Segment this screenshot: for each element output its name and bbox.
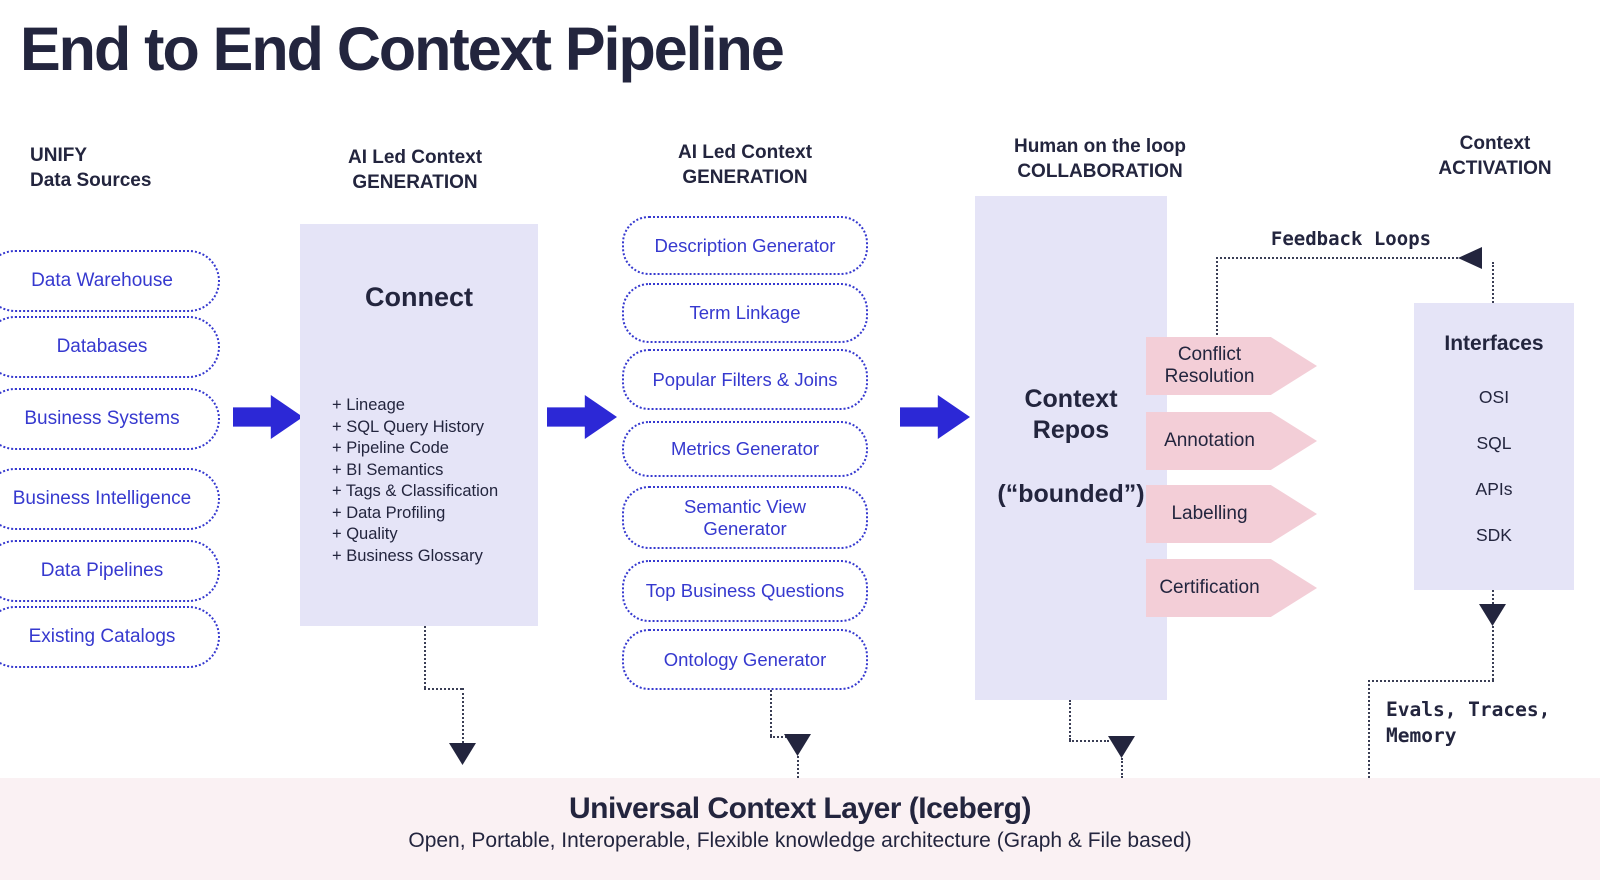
sources-header: UNIFY Data Sources (30, 143, 151, 193)
connect-connector (424, 626, 426, 688)
context-repos-title: Context Repos (1024, 385, 1118, 444)
interfaces-panel-title: Interfaces (1444, 332, 1544, 355)
connect-feature: + Tags & Classification (332, 482, 499, 500)
generator-box-filters-joins: Popular Filters & Joins (622, 349, 868, 410)
collaboration-header-line1: Human on the loop (1013, 136, 1187, 157)
page-title: End to End Context Pipeline (20, 15, 785, 83)
connect-feature: + BI Semantics (332, 460, 444, 479)
collaboration-header-line2: COLLABORATION (1017, 161, 1183, 182)
generation-connector (770, 690, 772, 736)
connect-feature: + Quality (332, 525, 398, 543)
activation-header-line1: Context (1459, 133, 1531, 154)
interface-item-osi: OSI (1478, 387, 1510, 407)
action-arrow-conflict-resolution: Conflict Resolution (1146, 337, 1317, 395)
feedback-loop-line (1216, 257, 1458, 259)
context-repos-panel (975, 196, 1167, 700)
repos-connector (1121, 758, 1123, 778)
generator-box-ontology: Ontology Generator (622, 629, 868, 690)
generator-box-term-linkage: Term Linkage (622, 283, 868, 343)
generator-box-metrics: Metrics Generator (622, 421, 868, 477)
interface-item-sql: SQL (1476, 433, 1512, 453)
universal-context-layer-bar: Universal Context Layer (Iceberg) Open, … (0, 778, 1600, 880)
interface-item-sdk: SDK (1476, 525, 1512, 545)
source-box-data-warehouse: Data Warehouse (0, 250, 220, 312)
activation-connector (1368, 680, 1494, 682)
flow-arrow-icon-2 (547, 395, 617, 439)
generation-header-line1: AI Led Context (677, 142, 813, 163)
down-arrow-icon-repos (1108, 736, 1135, 758)
source-box-data-pipelines: Data Pipelines (0, 540, 220, 602)
feedback-loop-line (1492, 262, 1494, 303)
footer-subtitle: Open, Portable, Interoperable, Flexible … (408, 829, 1192, 852)
connect-header-line1: AI Led Context (347, 147, 483, 168)
generation-header-line2: GENERATION (682, 167, 808, 188)
action-arrow-annotation: Annotation (1146, 412, 1317, 470)
activation-header-line2: ACTIVATION (1438, 158, 1552, 179)
activation-connector (1368, 680, 1370, 778)
feedback-arrowhead-icon (1458, 247, 1482, 269)
connect-feature: + Lineage (332, 396, 405, 414)
source-box-business-systems: Business Systems (0, 388, 220, 450)
connect-panel (300, 224, 538, 626)
connect-feature: + SQL Query History (332, 417, 485, 436)
connect-connector (424, 688, 462, 690)
source-box-business-intelligence: Business Intelligence (0, 468, 220, 530)
action-arrow-certification: Certification (1146, 559, 1317, 617)
interfaces-list: OSI SQL APIs SDK (1414, 388, 1574, 545)
generation-header: AI Led Context GENERATION (645, 140, 845, 190)
generation-connector (770, 736, 794, 738)
source-box-existing-catalogs: Existing Catalogs (0, 606, 220, 668)
repos-connector (1069, 700, 1071, 740)
connect-feature: + Business Glossary (332, 546, 483, 565)
connect-connector (462, 688, 464, 743)
repos-connector (1069, 740, 1109, 742)
context-repos-subtitle: (“bounded”) (997, 480, 1145, 508)
down-arrow-icon-activation (1479, 604, 1506, 626)
down-arrow-icon-generation (784, 734, 811, 756)
action-arrow-labelling: Labelling (1146, 485, 1317, 543)
feedback-loop-line (1216, 257, 1218, 335)
generator-box-semantic-view: Semantic View Generator (622, 486, 868, 549)
connect-feature: + Data Profiling (332, 503, 446, 522)
connect-header: AI Led Context GENERATION (315, 145, 515, 195)
connect-header-line2: GENERATION (352, 172, 478, 193)
footer-title: Universal Context Layer (Iceberg) (569, 792, 1032, 825)
sources-header-line2: Data Sources (30, 170, 152, 191)
flow-arrow-icon-1 (233, 395, 303, 439)
interface-item-apis: APIs (1475, 479, 1513, 499)
connect-feature-list: + Lineage + SQL Query History + Pipeline… (332, 395, 498, 567)
connect-feature: + Pipeline Code (332, 439, 449, 457)
collaboration-header: Human on the loop COLLABORATION (960, 134, 1240, 184)
sources-header-line1: UNIFY (30, 145, 87, 166)
source-box-databases: Databases (0, 316, 220, 378)
evals-traces-memory-label: Evals, Traces, Memory (1386, 698, 1551, 747)
interfaces-panel (1414, 303, 1574, 590)
activation-connector (1492, 626, 1494, 680)
generator-box-description: Description Generator (622, 216, 868, 275)
flow-arrow-icon-3 (900, 395, 970, 439)
activation-header: Context ACTIVATION (1405, 131, 1585, 181)
connect-panel-title: Connect (365, 282, 473, 312)
generator-box-top-questions: Top Business Questions (622, 560, 868, 622)
activation-connector (1492, 590, 1494, 604)
down-arrow-icon-connect (449, 743, 476, 765)
feedback-loops-label: Feedback Loops (1270, 228, 1432, 250)
generation-connector (797, 756, 799, 778)
